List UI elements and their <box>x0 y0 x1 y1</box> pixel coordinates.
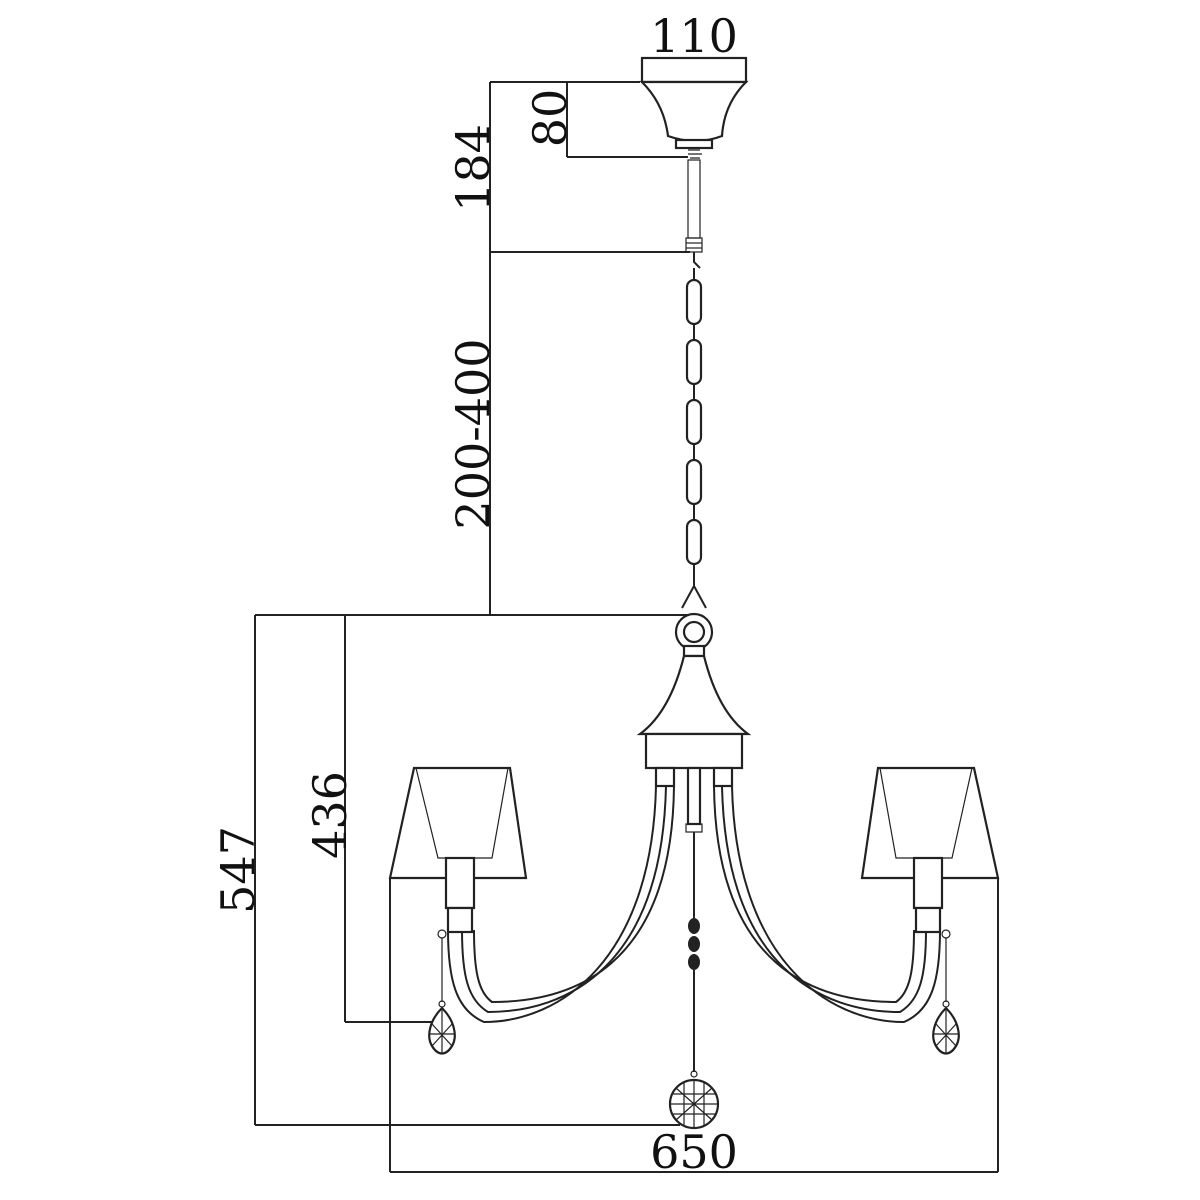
right-lampshade <box>860 766 1000 934</box>
central-body <box>636 612 752 918</box>
dim-arm-height: 436 <box>303 771 357 859</box>
dim-canopy-width: 110 <box>650 9 738 63</box>
ceiling-canopy <box>639 56 749 159</box>
suspension-rod <box>685 159 703 269</box>
right-crystal-drop <box>932 929 960 1055</box>
left-lampshade <box>388 766 528 934</box>
dim-body-height-total: 547 <box>211 826 265 914</box>
center-beads <box>688 918 700 1072</box>
right-arm <box>713 785 941 1024</box>
left-arm <box>447 785 675 1024</box>
left-crystal-drop <box>428 929 456 1055</box>
dim-canopy-height: 80 <box>523 89 577 148</box>
center-crystal-ball <box>668 1070 720 1130</box>
dimension-lines <box>254 81 999 1173</box>
dim-overall-width: 650 <box>650 1125 738 1179</box>
dim-chain-length: 200-400 <box>446 338 500 529</box>
dim-rod-height: 184 <box>446 124 500 212</box>
suspension-chain <box>681 268 707 609</box>
